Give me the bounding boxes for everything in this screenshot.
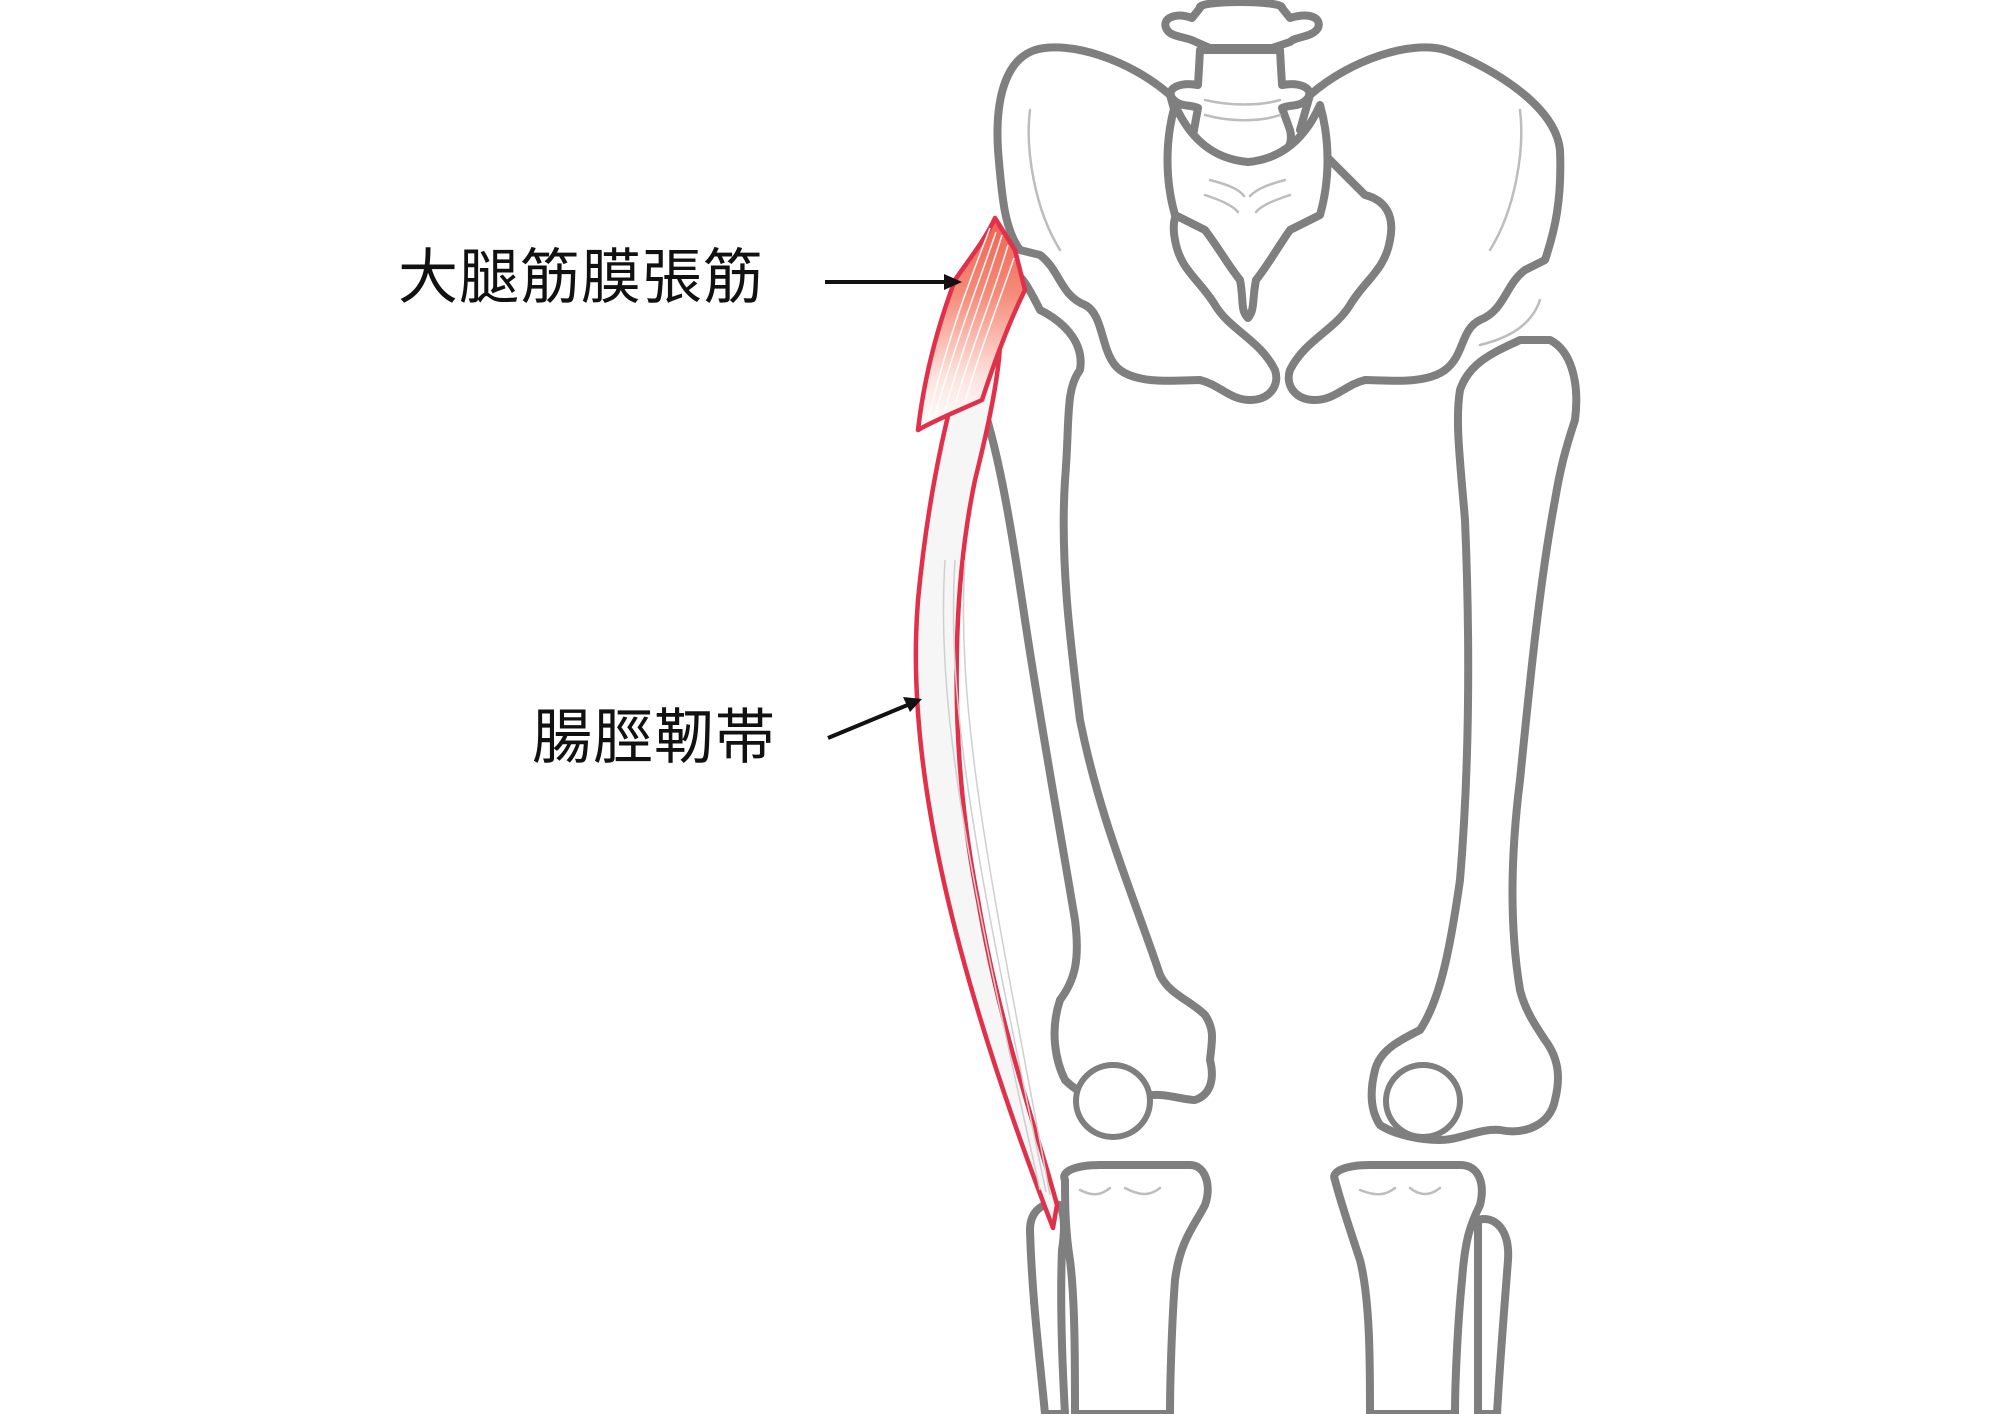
arrow-itb	[827, 697, 922, 740]
femur-left	[1367, 336, 1581, 1144]
tibia-fibula-left	[1330, 1161, 1513, 1414]
arrow-tfl	[825, 274, 962, 290]
label-iliotibial-band: 腸脛靭帯	[532, 703, 776, 773]
femur-right	[961, 256, 1216, 1140]
pelvis	[993, 43, 1565, 404]
tibia-fibula-right	[1026, 1161, 1212, 1414]
label-tensor-fasciae-latae: 大腿筋膜張筋	[398, 243, 764, 313]
iliotibial-band	[913, 257, 1060, 1231]
tensor-fasciae-latae-muscle	[915, 215, 1028, 433]
